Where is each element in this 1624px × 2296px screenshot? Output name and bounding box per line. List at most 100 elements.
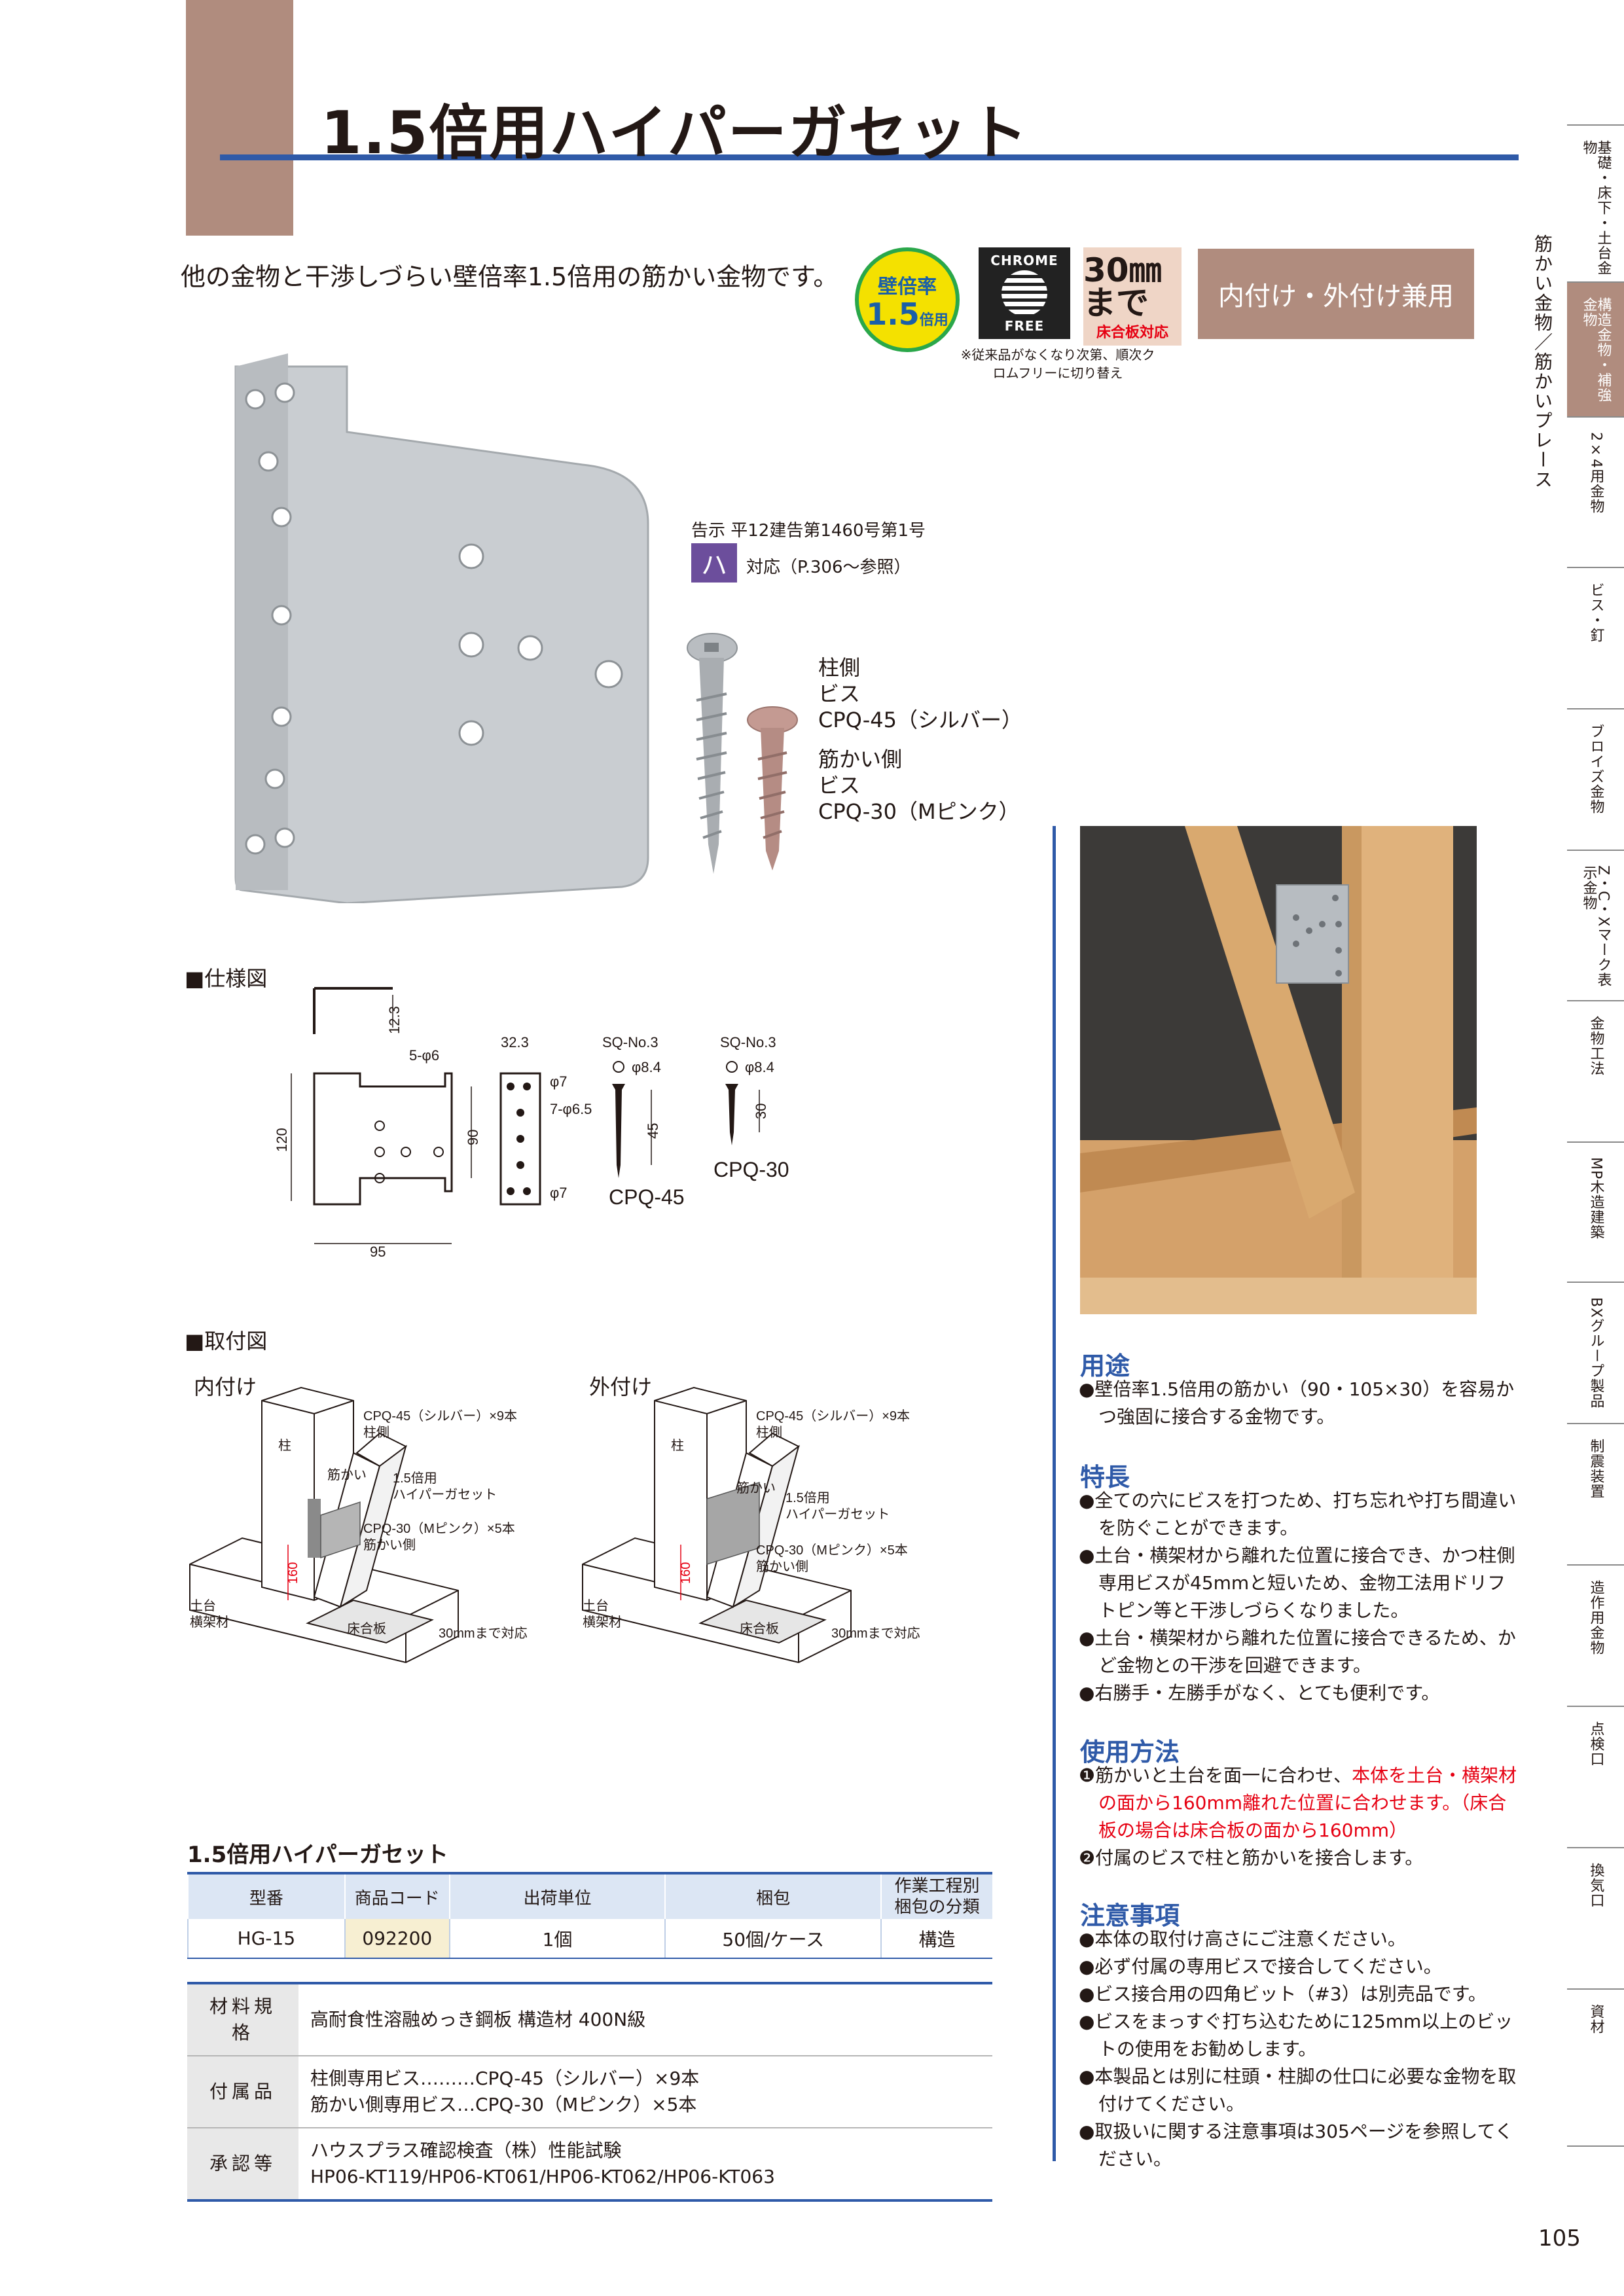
dim-phi7-bottom: φ7: [550, 1185, 568, 1201]
side-tab-ventilation[interactable]: 換気口: [1567, 1847, 1624, 1988]
installed-photo: [1080, 826, 1477, 1314]
method-list: ❶筋かいと土台を面一に合わせ、本体を土台・横架材の面から160mm離れた位置に合…: [1079, 1762, 1524, 1872]
list-item: ●壁倍率1.5倍用の筋かい（90・105×30）を容易かつ強固に接合する金物です…: [1079, 1378, 1515, 1427]
screw-a-sq: SQ-No.3: [602, 1034, 659, 1050]
screw-cpq45-icon: [687, 633, 738, 874]
method-heading: 使用方法: [1080, 1738, 1180, 1767]
cautions-heading: 注意事項: [1080, 1901, 1180, 1930]
table-title: 1.5倍用ハイパーガセット: [187, 1842, 448, 1868]
spec-drawing: 12.3 120 90 95 5-φ6 32.3 φ7 7-φ6.5 φ7 SQ…: [274, 987, 789, 1260]
outer-floor-max: 30mmまで対応: [831, 1626, 920, 1641]
header-rule: [220, 154, 1519, 160]
uses-list: ●壁倍率1.5倍用の筋かい（90・105×30）を容易かつ強固に接合する金物です…: [1079, 1376, 1524, 1431]
features-heading: 特長: [1080, 1463, 1130, 1492]
screw-label-pillar: 柱側 ビス CPQ-45（シルバー）: [818, 655, 1022, 732]
side-tab-bx-group[interactable]: BXグループ製品: [1567, 1282, 1624, 1423]
list-item: ●取扱いに関する注意事項は305ページを参照してください。: [1079, 2121, 1513, 2170]
side-tab-fixture[interactable]: 造作用金物: [1567, 1564, 1624, 1706]
side-tab-materials[interactable]: 資材: [1567, 1988, 1624, 2147]
screw-b-phi: φ8.4: [745, 1059, 774, 1075]
page-title: 1.5倍用ハイパーガセット: [321, 99, 1029, 168]
outer-product-1: 1.5倍用: [785, 1490, 830, 1505]
screw-label-brace: 筋かい側 ビス CPQ-30（Mピンク）: [818, 747, 1020, 824]
spec-drawing-heading: ■仕様図: [185, 966, 268, 991]
list-item: ❷付属のビスで柱と筋かいを接合します。: [1079, 1847, 1424, 1869]
side-tab-zcx-mark[interactable]: Z・C・Xマーク表示金物: [1567, 850, 1624, 1000]
inner-product-2: ハイパーガセット: [393, 1487, 497, 1502]
screw-b-length: 30: [753, 1103, 769, 1119]
header-package: 梱包: [664, 1872, 882, 1919]
page-number: 105: [1538, 2225, 1581, 2251]
side-tab-mp-wood[interactable]: MP木造建築: [1567, 1141, 1624, 1282]
inner-floor-max: 30mmまで対応: [439, 1626, 528, 1641]
side-index: 基礎・床下・土台金物 構造金物・補強金物 2×4用金物 ビス・釘 ブロイズ金物 …: [1567, 124, 1624, 2147]
list-item: ●全ての穴にビスを打つため、打ち忘れや打ち間違いを防ぐことができます。: [1079, 1490, 1517, 1539]
list-item: ●右勝手・左勝手がなく、とても便利です。: [1079, 1682, 1440, 1704]
side-tab-damping[interactable]: 制震装置: [1567, 1423, 1624, 1564]
inner-product-1: 1.5倍用: [393, 1471, 437, 1486]
features-list: ●全ての穴にビスを打つため、打ち忘れや打ち間違いを防ぐことができます。 ●土台・…: [1079, 1487, 1524, 1707]
side-tab-screws[interactable]: ビス・釘: [1567, 567, 1624, 708]
outer-dim-160: 160: [679, 1562, 693, 1584]
list-item: ●本製品とは別に柱頭・柱脚の仕口に必要な金物を取付けてください。: [1079, 2066, 1517, 2115]
side-tab-structural[interactable]: 構造金物・補強金物: [1567, 281, 1624, 416]
table-header-row: 型番 商品コード 出荷単位 梱包 作業工程別梱包の分類: [187, 1872, 992, 1919]
inner-pillar: 柱: [278, 1438, 291, 1453]
dim-thickness: 12.3: [386, 1006, 403, 1034]
install-inner-figure: 160 CPQ-45（シルバー）×9本 柱側 柱 筋かい 1.5倍用 ハイパーガ…: [189, 1386, 528, 1664]
spec-row-material: 材料規格 高耐食性溶融めっき鋼板 構造材 400N級: [187, 1983, 992, 2056]
outer-product-2: ハイパーガセット: [785, 1507, 890, 1522]
dim-holes-side: 7-φ6.5: [550, 1101, 592, 1117]
cautions-list: ●本体の取付け高さにご注意ください。 ●必ず付属の専用ビスで接合してください。 …: [1079, 1926, 1524, 2173]
cell-code: 092200: [344, 1919, 450, 1959]
install-inner-title: 内付け: [194, 1374, 257, 1399]
product-image: [234, 353, 649, 903]
right-column-rule: [1053, 826, 1056, 2161]
screw-a-phi: φ8.4: [632, 1059, 661, 1075]
dim-phi7-top: φ7: [550, 1073, 568, 1090]
outer-brace-side: 筋かい側: [756, 1559, 808, 1574]
outer-base-2: 横架材: [583, 1615, 622, 1630]
install-drawing-heading: ■取付図: [185, 1329, 268, 1354]
list-item: ●必ず付属の専用ビスで接合してください。: [1079, 1956, 1442, 1977]
side-category-label: 筋かい金物／筋かいプレース: [1532, 234, 1553, 490]
cell-package: 50個/ケース: [664, 1919, 882, 1959]
side-tab-broise[interactable]: ブロイズ金物: [1567, 708, 1624, 850]
product-table: 型番 商品コード 出荷単位 梱包 作業工程別梱包の分類 HG-15 092200…: [187, 1872, 992, 1959]
list-item: ●土台・横架材から離れた位置に接合でき、かつ柱側専用ビスが45mmと短いため、金…: [1079, 1545, 1515, 1621]
uses-heading: 用途: [1080, 1352, 1130, 1380]
dim-inner: 90: [465, 1130, 481, 1145]
inner-brace-side: 筋かい側: [363, 1537, 416, 1552]
inner-base-1: 土台: [190, 1598, 216, 1613]
side-tab-inspection[interactable]: 点検口: [1567, 1706, 1624, 1847]
side-tab-kanamono-method[interactable]: 金物工法: [1567, 1000, 1624, 1141]
chrome-free-note: ※従来品がなくなり次第、順次クロムフリーに切り替え: [960, 347, 1155, 381]
side-tab-foundation[interactable]: 基礎・床下・土台金物: [1567, 124, 1624, 281]
table-row: HG-15 092200 1個 50個/ケース 構造: [187, 1919, 992, 1959]
screw-a-name: CPQ-45: [609, 1185, 685, 1209]
inner-dim-160: 160: [286, 1562, 300, 1584]
screw-b-name: CPQ-30: [713, 1158, 789, 1181]
notice-reference: 対応（P.306〜参照）: [746, 558, 911, 577]
inner-cpq45-label: CPQ-45（シルバー）×9本: [363, 1408, 517, 1424]
spec-row-parts: 付属品 柱側専用ビス………CPQ-45（シルバー）×9本筋かい側専用ビス…CPQ…: [187, 2056, 992, 2128]
spec-value-material: 高耐食性溶融めっき鋼板 構造材 400N級: [310, 2009, 646, 2030]
list-item: ❶筋かいと土台を面一に合わせ、本体を土台・横架材の面から160mm離れた位置に合…: [1079, 1765, 1517, 1841]
outer-base-1: 土台: [583, 1598, 609, 1613]
spec-table: 材料規格 高耐食性溶融めっき鋼板 構造材 400N級 付属品 柱側専用ビス…………: [187, 1982, 992, 2202]
notice-text: 告示 平12建告第1460号第1号: [691, 521, 926, 541]
outer-pillar: 柱: [671, 1438, 684, 1453]
outer-floor: 床合板: [740, 1621, 779, 1636]
list-item: ●ビスをまっすぐ打ち込むために125mm以上のビットの使用をお勧めします。: [1079, 2011, 1513, 2060]
install-drawing: 160 CPQ-45（シルバー）×9本 柱側 柱 筋かい 1.5倍用 ハイパーガ…: [189, 1386, 920, 1664]
spec-label-material: 材料規格: [187, 1983, 298, 2056]
side-tab-2x4[interactable]: 2×4用金物: [1567, 416, 1624, 567]
screw-cpq30-icon: [747, 706, 798, 870]
spec-label-approval: 承認等: [187, 2128, 298, 2200]
install-outer-title: 外付け: [589, 1374, 653, 1399]
dim-width-side: 32.3: [501, 1034, 529, 1050]
dim-width: 95: [370, 1244, 386, 1260]
use-type-box: 内付け・外付け兼用: [1198, 249, 1474, 339]
